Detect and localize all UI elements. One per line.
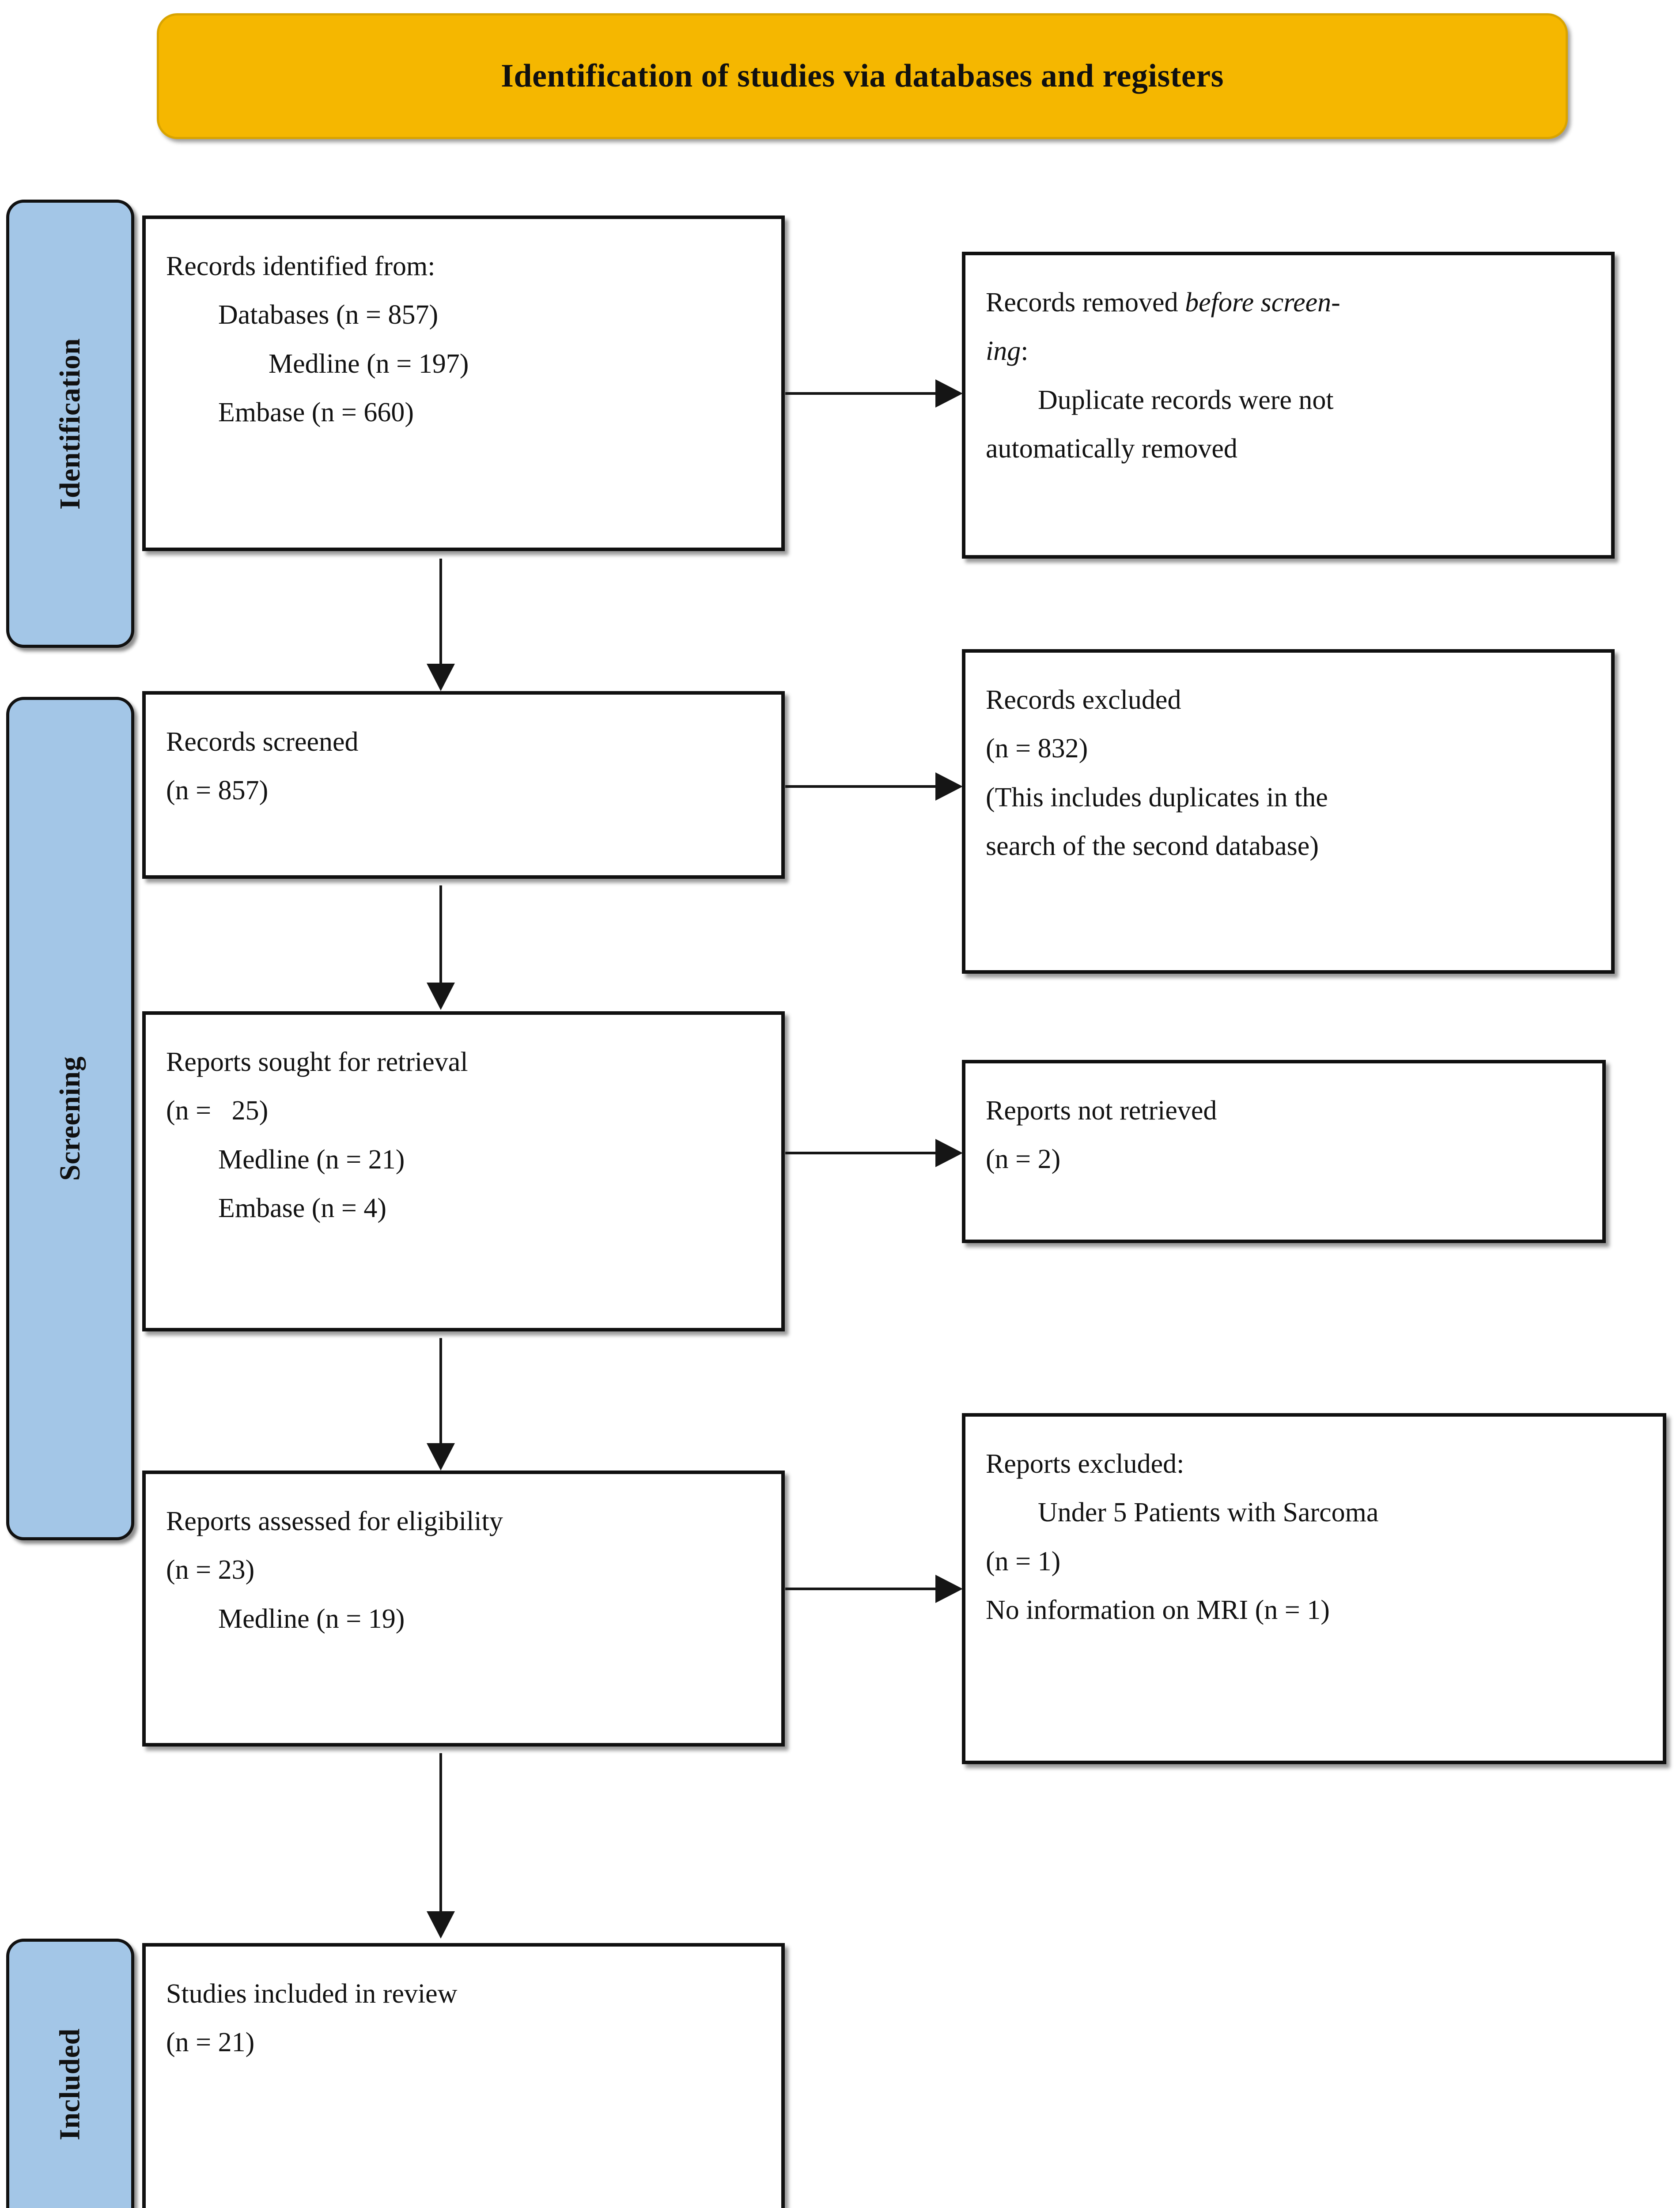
records-screened-label: Records screened xyxy=(166,727,359,757)
stage-label-included: Included xyxy=(6,1939,134,2208)
box-studies-included: Studies included in review (n = 21) xyxy=(142,1943,785,2208)
reports-sought-count: (n = 25) xyxy=(166,1096,269,1126)
arrow-head xyxy=(427,1443,455,1471)
box-records-removed: Records removed before screen- ing: Dupl… xyxy=(962,252,1615,559)
box-records-identified: Records identified from: Databases (n = … xyxy=(142,216,785,551)
studies-included-count: (n = 21) xyxy=(166,2027,255,2058)
records-excluded-label: Records excluded xyxy=(986,685,1181,715)
records-identified-medline: Medline (n = 197) xyxy=(269,348,469,379)
reports-assessed-medline: Medline (n = 19) xyxy=(218,1603,405,1634)
records-removed-prefix: Records removed xyxy=(986,287,1185,318)
reports-not-retrieved-count: (n = 2) xyxy=(986,1144,1061,1175)
arrow-shaft xyxy=(439,1338,442,1443)
arrow-head xyxy=(935,1139,963,1167)
reports-sought-medline: Medline (n = 21) xyxy=(218,1144,405,1175)
diagram-title-text: Identification of studies via databases … xyxy=(501,57,1224,94)
reports-excluded-reason-2: No information on MRI (n = 1) xyxy=(986,1595,1330,1626)
arrow-head xyxy=(935,379,963,408)
arrow-shaft xyxy=(439,559,442,664)
stage-label-included-text: Included xyxy=(54,2028,86,2140)
reports-assessed-label: Reports assessed for eligibility xyxy=(166,1506,503,1536)
reports-sought-label: Reports sought for retrieval xyxy=(166,1047,468,1077)
records-removed-note-line2: automatically removed xyxy=(986,434,1237,464)
arrow-shaft xyxy=(785,1152,935,1154)
box-reports-excluded: Reports excluded: Under 5 Patients with … xyxy=(962,1413,1666,1764)
arrow-head xyxy=(427,1911,455,1939)
records-excluded-count: (n = 832) xyxy=(986,733,1088,764)
stage-label-identification-text: Identification xyxy=(54,338,86,510)
records-excluded-note-line1: (This includes duplicates in the xyxy=(986,782,1328,813)
box-reports-not-retrieved: Reports not retrieved (n = 2) xyxy=(962,1060,1606,1243)
reports-excluded-label: Reports excluded: xyxy=(986,1449,1184,1479)
arrow-shaft xyxy=(439,885,442,983)
records-identified-embase: Embase (n = 660) xyxy=(218,397,414,428)
records-removed-colon: : xyxy=(1021,336,1029,367)
arrow-shaft xyxy=(785,1588,935,1590)
studies-included-label: Studies included in review xyxy=(166,1979,458,2009)
stage-label-identification: Identification xyxy=(6,200,134,648)
stage-label-screening-text: Screening xyxy=(54,1056,87,1181)
reports-excluded-reason-1: Under 5 Patients with Sarcoma xyxy=(1038,1497,1379,1528)
records-excluded-note-line2: search of the second database) xyxy=(986,831,1319,862)
box-reports-assessed: Reports assessed for eligibility (n = 23… xyxy=(142,1471,785,1747)
box-records-screened: Records screened (n = 857) xyxy=(142,691,785,879)
stage-label-screening: Screening xyxy=(6,697,134,1540)
arrow-head xyxy=(427,664,455,691)
records-removed-line2: ing: xyxy=(986,327,1591,375)
arrow-head xyxy=(427,983,455,1010)
diagram-title-banner: Identification of studies via databases … xyxy=(157,13,1568,139)
reports-not-retrieved-label: Reports not retrieved xyxy=(986,1096,1217,1126)
box-reports-sought: Reports sought for retrieval (n = 25) Me… xyxy=(142,1011,785,1331)
records-removed-italic-2: ing xyxy=(986,336,1021,367)
reports-assessed-count: (n = 23) xyxy=(166,1555,255,1585)
arrow-shaft xyxy=(785,785,935,788)
records-screened-count: (n = 857) xyxy=(166,775,269,806)
reports-sought-embase: Embase (n = 4) xyxy=(218,1193,387,1224)
reports-excluded-reason-1-count: (n = 1) xyxy=(986,1546,1061,1577)
arrow-shaft xyxy=(785,392,935,395)
records-identified-databases: Databases (n = 857) xyxy=(218,300,439,330)
arrow-head xyxy=(935,772,963,801)
records-removed-line1: Records removed before screen- xyxy=(986,278,1591,327)
arrow-shaft xyxy=(439,1753,442,1911)
box-records-excluded: Records excluded (n = 832) (This include… xyxy=(962,649,1615,974)
arrow-head xyxy=(935,1575,963,1603)
records-removed-italic-1: before screen- xyxy=(1185,287,1340,318)
records-identified-line1: Records identified from: xyxy=(166,251,435,281)
records-removed-note-line1: Duplicate records were not xyxy=(1038,385,1334,415)
